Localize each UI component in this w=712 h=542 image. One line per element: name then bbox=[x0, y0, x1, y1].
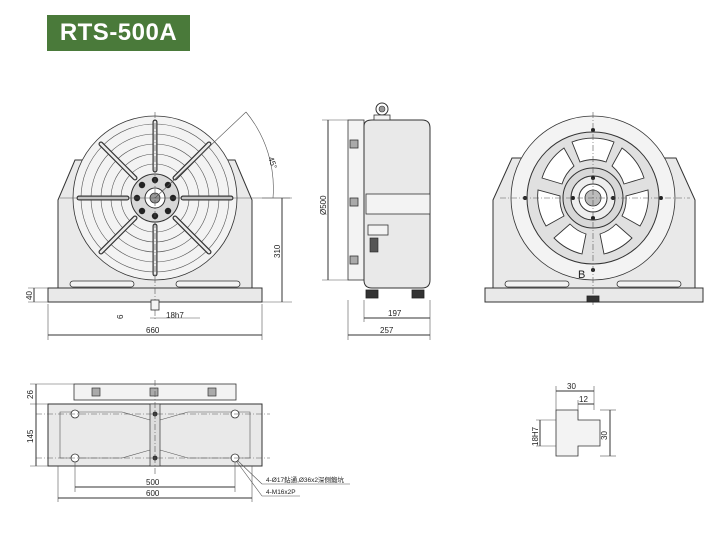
dim-detail-30-top: 30 bbox=[567, 382, 576, 391]
dim-diameter-500: Ø500 bbox=[319, 195, 328, 215]
dim-plan-145: 145 bbox=[26, 429, 35, 443]
dim-detail-18h7: 18H7 bbox=[531, 426, 540, 446]
dim-slot-6: 6 bbox=[116, 314, 125, 319]
dim-plan-26: 26 bbox=[26, 390, 35, 399]
dim-detail-12: 12 bbox=[579, 395, 588, 404]
rear-view: B bbox=[484, 112, 704, 305]
dim-angle: 45° bbox=[266, 156, 279, 170]
dim-plan-500: 500 bbox=[146, 478, 160, 487]
key-detail: 30 12 18H7 30 bbox=[531, 382, 616, 457]
dim-depth-197: 197 bbox=[388, 309, 402, 318]
dim-height-310: 310 bbox=[273, 244, 282, 258]
front-view: 45° 310 40 18h7 6 660 bbox=[25, 111, 292, 340]
note-hole-spec: 4-Ø17鉆通,Ø36x2深側鍛坑 bbox=[266, 475, 345, 484]
plan-view: 26 145 500 600 4-Ø17鉆通,Ø36x2深側鍛坑 4-M16x2… bbox=[26, 380, 350, 502]
dim-detail-30-right: 30 bbox=[600, 431, 609, 440]
side-view: Ø500 197 257 bbox=[319, 102, 431, 340]
note-thread-spec: 4-M16x2P bbox=[266, 489, 296, 496]
model-title: RTS-500A bbox=[47, 15, 190, 51]
dim-width-660: 660 bbox=[146, 326, 160, 335]
dim-depth-257: 257 bbox=[380, 326, 394, 335]
rear-label-b: B bbox=[578, 269, 585, 281]
dim-base-40: 40 bbox=[25, 291, 34, 300]
dim-key-18h7: 18h7 bbox=[166, 311, 184, 320]
dim-plan-600: 600 bbox=[146, 489, 160, 498]
